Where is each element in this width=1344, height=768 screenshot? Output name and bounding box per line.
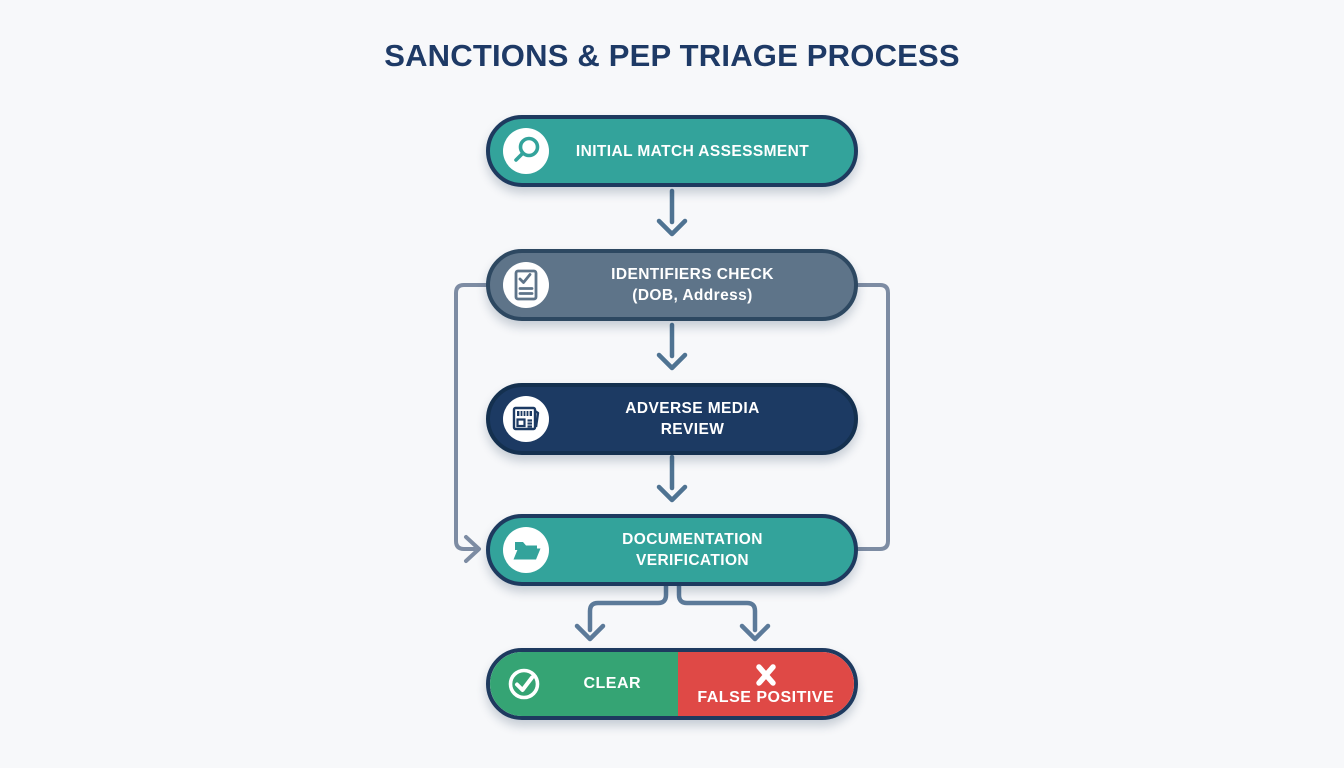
folder-icon	[503, 527, 549, 573]
split-left-line	[587, 583, 669, 633]
diagram-title: SANCTIONS & PEP TRIAGE PROCESS	[384, 38, 960, 73]
node-identifiers-check: IDENTIFIERS CHECK (DOB, Address)	[486, 249, 858, 321]
check-circle-icon	[501, 661, 547, 707]
checklist-icon	[503, 262, 549, 308]
clear-label: CLEAR	[583, 675, 642, 692]
split-right-line	[676, 583, 758, 633]
false-positive-label: FALSE POSITIVE	[697, 688, 835, 706]
split-right-arrowhead	[739, 623, 771, 642]
node-label: IDENTIFIERS CHECK (DOB, Address)	[611, 266, 774, 304]
outcome-bar: CLEAR FALSE POSITIVE	[486, 648, 858, 720]
node-label: INITIAL MATCH ASSESSMENT	[575, 142, 810, 160]
node-adverse-media-review: ADVERSE MEDIA REVIEW	[486, 383, 858, 455]
node-initial-match-assessment: INITIAL MATCH ASSESSMENT	[486, 115, 858, 187]
left-bypass-line	[454, 283, 488, 551]
arrow-3-4-head	[656, 484, 688, 503]
split-arrows	[574, 583, 771, 642]
magnifier-icon	[503, 128, 549, 174]
arrow-2-3-head	[656, 352, 688, 371]
newspaper-icon	[503, 396, 549, 442]
outcome-clear: CLEAR	[490, 652, 678, 716]
outcome-false-positive: FALSE POSITIVE	[677, 652, 854, 716]
node-label: DOCUMENTATION VERIFICATION	[622, 531, 763, 569]
node-documentation-verification: DOCUMENTATION VERIFICATION	[486, 514, 858, 586]
arrow-1-2-head	[656, 218, 688, 237]
right-bypass-line	[856, 283, 890, 551]
left-bypass-arrowhead	[464, 535, 481, 563]
node-label: ADVERSE MEDIA REVIEW	[625, 400, 760, 438]
x-icon	[751, 662, 781, 688]
split-left-arrowhead	[574, 623, 606, 642]
